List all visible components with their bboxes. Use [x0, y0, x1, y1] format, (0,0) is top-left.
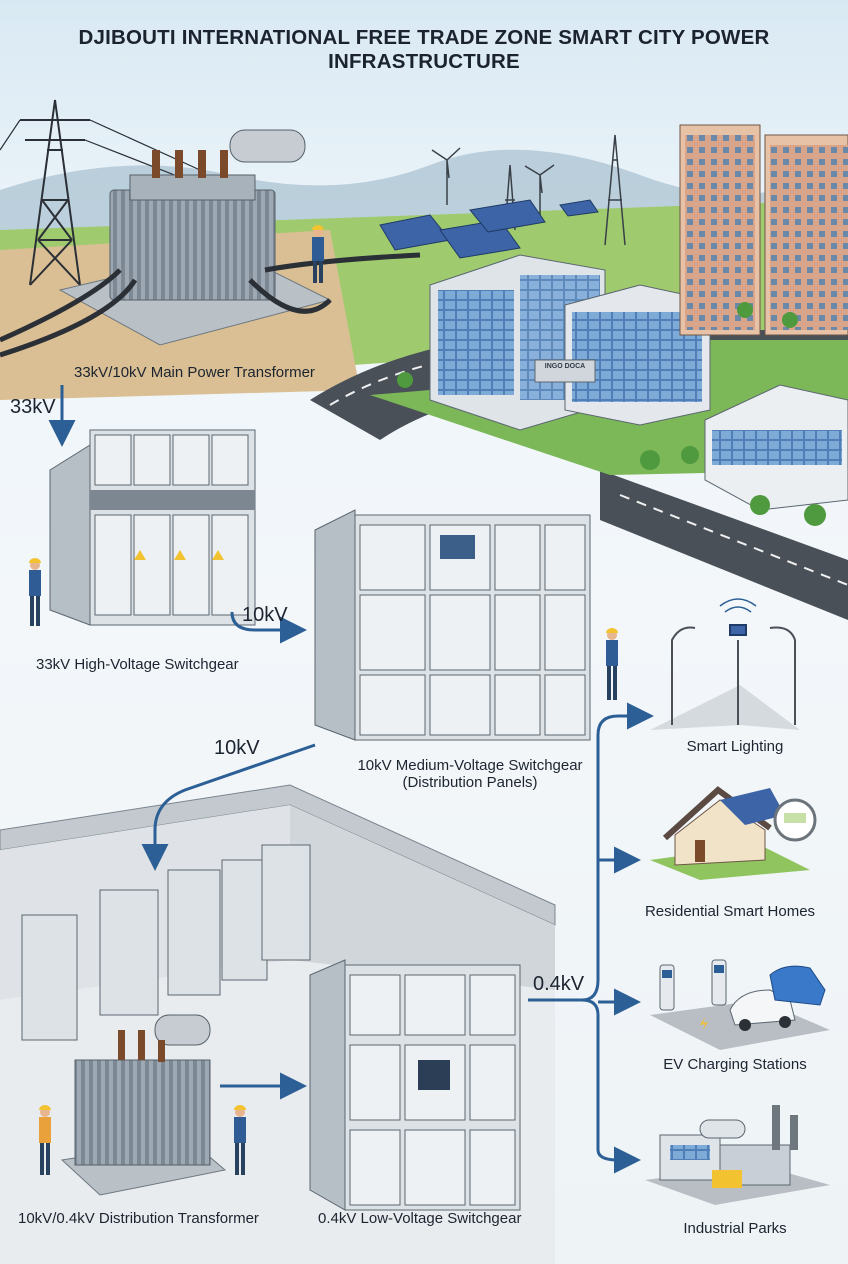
smart-street-light	[650, 598, 800, 730]
main-power-transformer	[0, 129, 421, 358]
solar-panels	[379, 199, 599, 259]
distribution-transformer-unit	[60, 1014, 227, 1196]
mv-switchgear-label: 10kV Medium-Voltage Switchgear (Distribu…	[330, 757, 610, 791]
substation-panels	[21, 844, 311, 1041]
mv-switchgear-label-line1: 10kV Medium-Voltage Switchgear	[357, 757, 583, 774]
voltage-10kv-label-hv-out: 10kV	[242, 604, 288, 626]
distribution-transformer-label: 10kV/0.4kV Distribution Transformer	[18, 1210, 259, 1227]
mv-switchgear-cabinets	[314, 509, 591, 741]
power-flow-arrows	[48, 385, 654, 1174]
office-building-sign: INGO DOCA	[544, 363, 586, 370]
lv-switchgear-cabinets	[309, 959, 521, 1211]
lv-switchgear-label: 0.4kV Low-Voltage Switchgear	[318, 1210, 522, 1227]
industrial-park	[645, 1105, 830, 1205]
voltage-04kv-label: 0.4kV	[533, 973, 585, 995]
load-ev-charging-label: EV Charging Stations	[663, 1056, 807, 1073]
voltage-33kv-label: 33kV	[10, 396, 56, 418]
mv-switchgear-label-line2: (Distribution Panels)	[402, 774, 538, 791]
load-industrial-parks-label: Industrial Parks	[683, 1220, 787, 1237]
hv-switchgear-cabinets	[49, 429, 256, 626]
load-smart-lighting-label: Smart Lighting	[686, 738, 784, 755]
voltage-10kv-label-mv-out: 10kV	[214, 737, 260, 759]
diagram-title: DJIBOUTI INTERNATIONAL FREE TRADE ZONE S…	[78, 26, 770, 73]
residential-towers	[679, 124, 848, 336]
transmission-tower	[0, 99, 201, 286]
hv-switchgear-label: 33kV High-Voltage Switchgear	[36, 656, 239, 673]
load-smart-homes-label: Residential Smart Homes	[644, 903, 816, 920]
trees	[397, 302, 826, 526]
ev-charging-station	[650, 959, 830, 1050]
field-workers	[29, 225, 618, 1175]
renewable-energy-field	[431, 134, 626, 246]
office-buildings	[429, 254, 848, 511]
smart-home	[650, 786, 817, 880]
main-transformer-label: 33kV/10kV Main Power Transformer	[74, 364, 315, 381]
